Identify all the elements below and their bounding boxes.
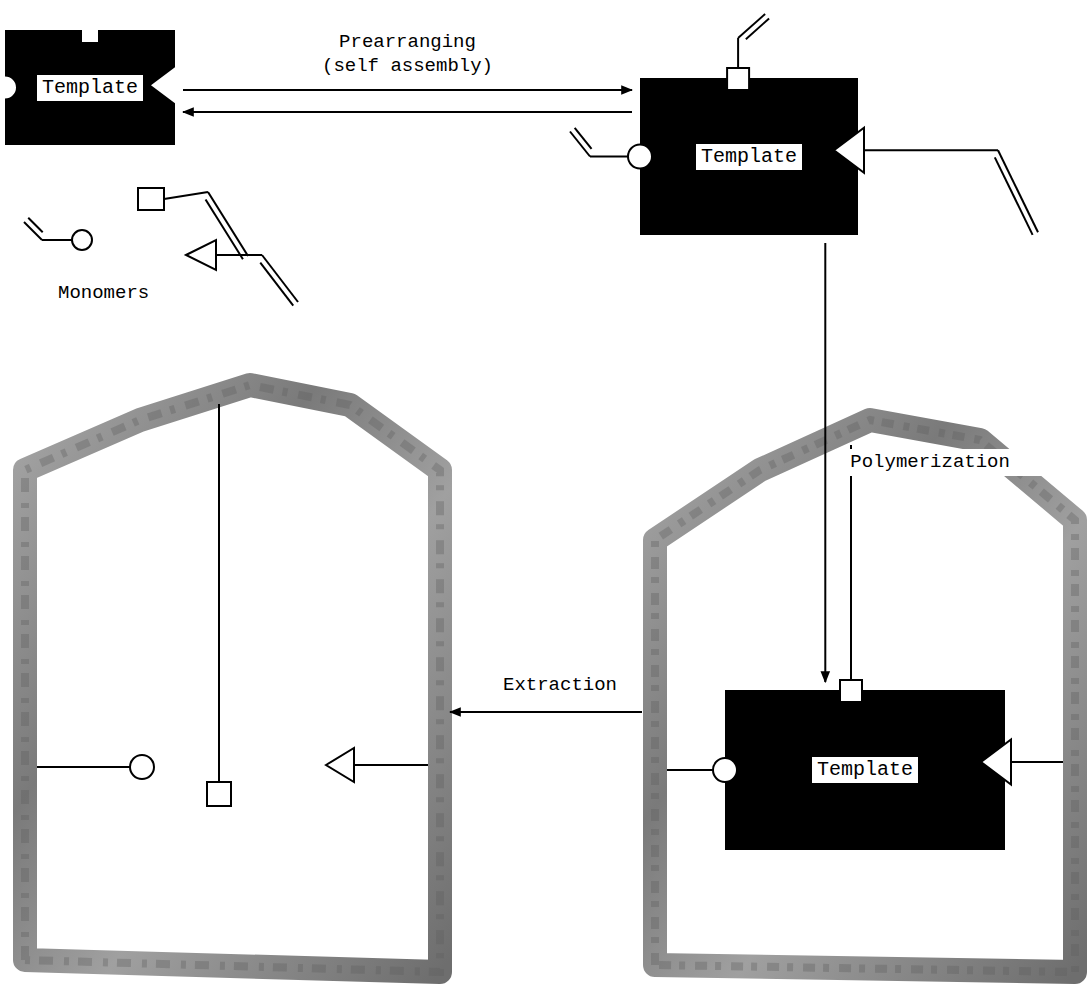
functional-group [840, 680, 862, 702]
template-body [725, 690, 1005, 850]
monomer-tail [667, 769, 713, 771]
polymer-cavity [25, 385, 440, 972]
monomer-tail [42, 239, 72, 241]
vinyl-bond [995, 157, 1033, 235]
monomer-tail [850, 445, 852, 680]
monomer-tail [1011, 761, 1063, 763]
monomer-tail [218, 404, 220, 782]
monomer-tail [354, 764, 428, 766]
vinyl-bond [575, 128, 592, 149]
polymer-cavity [655, 420, 1075, 972]
monomer-tail [164, 192, 208, 199]
functional-group [72, 230, 92, 250]
functional-group [628, 145, 652, 169]
step-label: Polymerization [847, 449, 1053, 476]
functional-group [186, 240, 216, 270]
monomer-tail [37, 766, 130, 768]
monomer-tail [216, 254, 262, 256]
template-body [5, 30, 175, 145]
monomer-tail [737, 38, 739, 68]
functional-group [130, 755, 154, 779]
template-block: Template [5, 30, 175, 145]
functional-group [727, 68, 749, 90]
process-arrow [824, 243, 826, 682]
vinyl-bond [262, 255, 298, 302]
monomer-tail [590, 156, 628, 158]
functional-group [326, 748, 354, 782]
template-label: Template [696, 144, 802, 170]
vinyl-bond [24, 222, 42, 240]
monomer-tail [864, 149, 998, 151]
functional-group [207, 782, 231, 806]
group-label: Monomers [55, 280, 152, 307]
polymer-cavity-texture [655, 420, 1075, 972]
template-block: Template [640, 78, 858, 235]
polymer-cavity-texture [25, 385, 440, 972]
functional-group [138, 188, 164, 210]
extraction-arrow [450, 711, 642, 713]
functional-group [713, 758, 737, 782]
vinyl-bond [998, 150, 1038, 232]
process-arrow [183, 111, 632, 113]
template-label: Template [37, 75, 143, 101]
vinyl-bond [746, 18, 769, 39]
vinyl-bond [28, 218, 42, 232]
step-label: Extraction [500, 672, 620, 699]
vinyl-bond [260, 263, 293, 306]
process-arrow [183, 89, 632, 91]
template-block: Template [725, 690, 1005, 850]
template-body [640, 78, 858, 235]
template-label: Template [812, 757, 918, 783]
step-label: Prearranging (self assembly) [310, 29, 506, 80]
